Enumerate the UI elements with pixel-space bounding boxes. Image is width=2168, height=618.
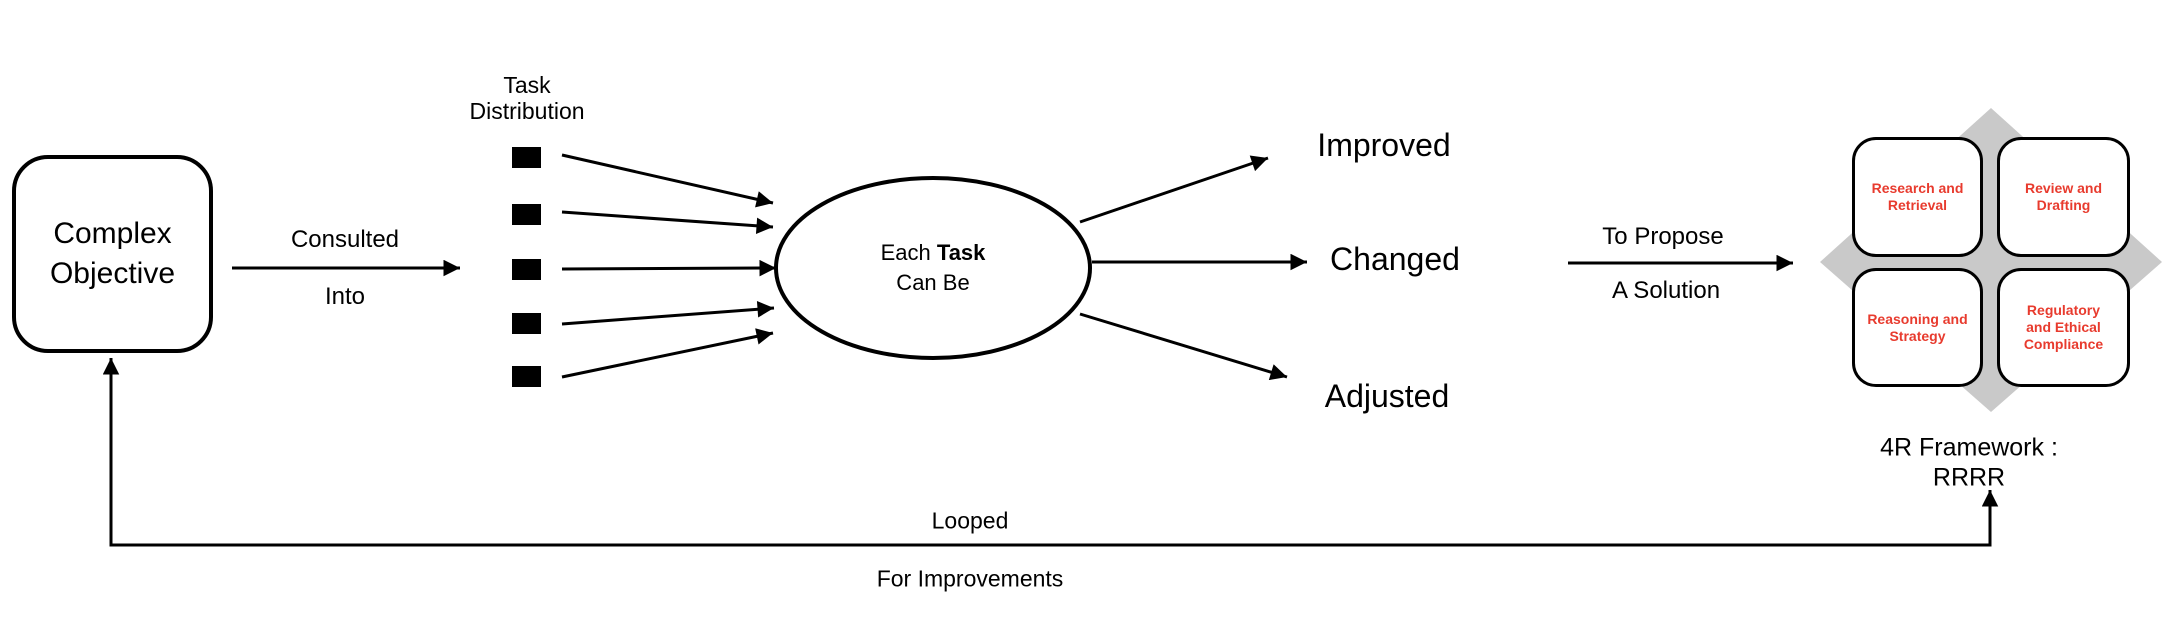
- quadrant-reasoning-and-strategy: Reasoning and Strategy: [1852, 268, 1983, 387]
- outcome-arrow-adjusted: [1079, 312, 1288, 381]
- quadrant-review-and-drafting: Review and Drafting: [1997, 137, 2130, 257]
- outcome-label-adjusted: Adjusted: [1324, 378, 1450, 415]
- looped-label: Looped: [931, 507, 1009, 534]
- task-fan-arrow-3: [561, 259, 777, 277]
- task-ellipse-line2: Can Be: [896, 270, 970, 295]
- quadrant-regulatory-and-ethical-compliance: Regulatory and Ethical Compliance: [1997, 268, 2130, 387]
- task-ellipse-label: Each Task Can Be: [881, 238, 986, 298]
- outcome-label-improved: Improved: [1317, 127, 1451, 164]
- task-distribution-label: Task Distribution: [469, 72, 585, 124]
- outcome-label-changed: Changed: [1330, 241, 1460, 278]
- framework-caption: 4R Framework : RRRR: [1880, 433, 2058, 492]
- complex-objective-box: Complex Objective: [12, 155, 213, 353]
- task-square: [512, 259, 541, 280]
- task-fan-arrow-5: [561, 328, 774, 379]
- task-fan-arrow-2: [561, 210, 774, 235]
- a-solution-label: A Solution: [1611, 276, 1721, 304]
- quadrant-research-and-retrieval: Research and Retrieval: [1852, 137, 1983, 257]
- to-propose-label: To Propose: [1602, 222, 1724, 250]
- outcome-arrow-improved: [1079, 155, 1269, 224]
- task-fan-arrow-1: [561, 153, 774, 208]
- loop-arrow: [102, 358, 1999, 547]
- task-fan-arrow-4: [561, 301, 775, 326]
- into-label: Into: [324, 282, 366, 310]
- task-square: [512, 204, 541, 225]
- for-improvements-label: For Improvements: [876, 565, 1064, 592]
- task-square: [512, 313, 541, 334]
- task-ellipse-line1: Each Task: [880, 240, 986, 265]
- task-square: [512, 147, 541, 168]
- consulted-label: Consulted: [290, 225, 400, 253]
- complex-objective-label: Complex Objective: [49, 217, 176, 290]
- task-square: [512, 366, 541, 387]
